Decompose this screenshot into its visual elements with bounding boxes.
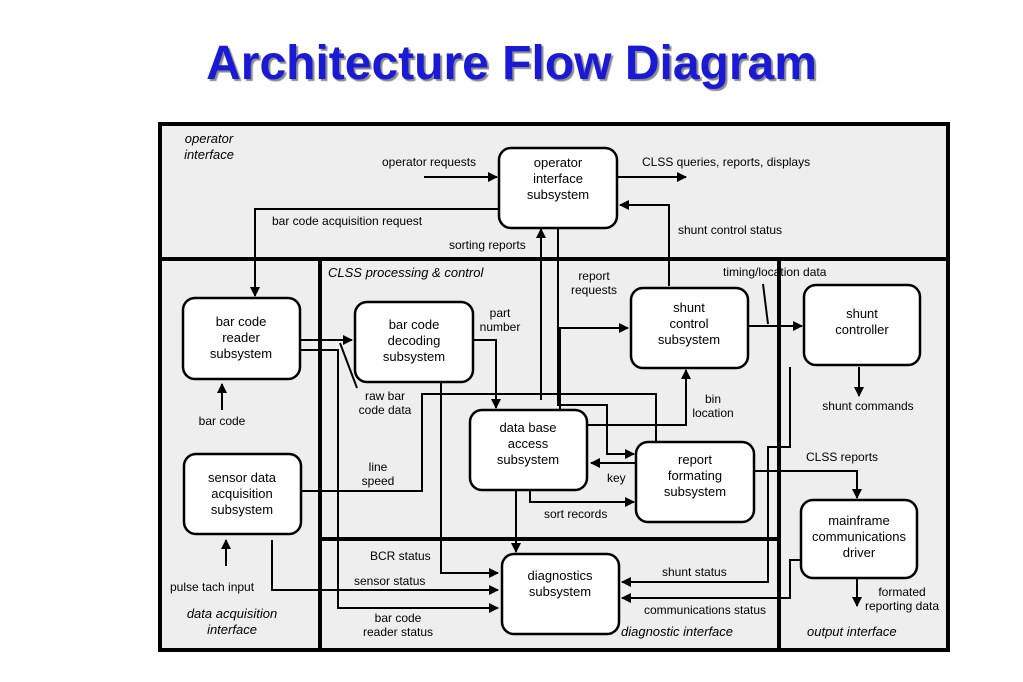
arrow-db-to-shunt-control [559, 323, 629, 410]
svg-text:formating: formating [668, 468, 722, 483]
flow-bar-code-acq-request: bar code acquisition request [272, 214, 423, 228]
svg-text:subsystem: subsystem [527, 187, 589, 202]
node-database-access: data base access subsystem [468, 408, 589, 492]
svg-text:bar code: bar code [216, 314, 267, 329]
zone-output-label: output interface [807, 624, 897, 639]
flow-bcr-status: BCR status [370, 549, 431, 563]
svg-text:access: access [508, 436, 549, 451]
page-title: Architecture Flow Diagram [206, 37, 817, 90]
flow-shunt-control-status: shunt control status [678, 223, 782, 237]
flow-pulse-tach-input: pulse tach input [170, 580, 255, 594]
flow-line-speed-2: speed [362, 474, 395, 488]
svg-text:control: control [669, 316, 708, 331]
flow-bar-code-reader-status-1: bar code [375, 611, 422, 625]
flow-clss-reports: CLSS reports [806, 450, 878, 464]
flow-raw-bar-code-1: raw bar [365, 389, 405, 403]
node-report-formating: report formating subsystem [634, 440, 756, 524]
flow-part-number-1: part [490, 306, 511, 320]
svg-text:subsystem: subsystem [383, 349, 445, 364]
arrow-bar-code-reader-status [298, 349, 499, 613]
node-diagnostics: diagnostics subsystem [500, 552, 621, 636]
flow-labels: operator requests CLSS queries, reports,… [170, 155, 939, 639]
svg-text:subsystem: subsystem [497, 452, 559, 467]
svg-text:decoding: decoding [388, 333, 441, 348]
arrow-sensor-status [271, 540, 499, 595]
arrow-sort-records [529, 490, 635, 507]
zone-borders [158, 122, 950, 652]
arrow-communications-status [621, 559, 800, 603]
timing-location-leader [762, 283, 769, 325]
flow-shunt-commands: shunt commands [822, 399, 913, 413]
zone-data-acquisition-label-2: interface [207, 622, 257, 637]
line-speed-path [302, 393, 657, 492]
flow-bin-location-2: location [692, 406, 733, 420]
svg-text:acquisition: acquisition [211, 486, 272, 501]
node-sensor-data-acquisition: sensor data acquisition subsystem [182, 452, 303, 536]
flow-communications-status: communications status [644, 603, 766, 617]
flow-key: key [607, 471, 626, 485]
arrow-bar-code-acq-request [250, 208, 499, 297]
node-mainframe-communications: mainframe communications driver [799, 498, 919, 580]
svg-text:communications: communications [812, 529, 906, 544]
zone-data-acquisition-label-1: data acquisition [187, 606, 277, 621]
zone-operator-label-2: interface [184, 147, 234, 162]
flow-sort-records: sort records [544, 507, 607, 521]
arrow-bcr-status [440, 383, 499, 578]
flow-operator-requests: operator requests [382, 155, 476, 169]
flow-report-requests-1: report [578, 269, 610, 283]
raw-bar-code-leader [339, 342, 358, 389]
flow-sensor-status: sensor status [354, 574, 425, 588]
zone-processing-label: CLSS processing & control [328, 265, 484, 280]
flow-line-speed-1: line [369, 460, 388, 474]
svg-text:interface: interface [533, 171, 583, 186]
flow-bar-code: bar code [199, 414, 246, 428]
flow-sorting-reports: sorting reports [449, 238, 526, 252]
zone-diagnostic-label: diagnostic interface [621, 624, 733, 639]
node-bar-code-decoding: bar code decoding subsystem [353, 300, 475, 384]
flow-timing-location: timing/location data [723, 265, 827, 279]
svg-text:driver: driver [843, 545, 876, 560]
svg-text:report: report [678, 452, 712, 467]
node-shunt-controller: shunt controller [802, 283, 922, 367]
svg-text:subsystem: subsystem [658, 332, 720, 347]
flow-formated-reporting-2: reporting data [865, 599, 939, 613]
arrow-shunt-control-status [619, 200, 670, 286]
svg-text:shunt: shunt [846, 306, 878, 321]
svg-text:operator: operator [534, 155, 583, 170]
svg-text:subsystem: subsystem [210, 346, 272, 361]
flow-raw-bar-code-2: code data [359, 403, 412, 417]
node-shunt-control: shunt control subsystem [629, 286, 750, 370]
zone-operator-label-1: operator [185, 131, 234, 146]
svg-text:subsystem: subsystem [211, 502, 273, 517]
flow-formated-reporting-1: formated [878, 585, 925, 599]
arrow-part-number [474, 339, 501, 409]
flow-report-requests-2: requests [571, 283, 617, 297]
svg-text:shunt: shunt [673, 300, 705, 315]
svg-text:data base: data base [499, 420, 556, 435]
svg-text:mainframe: mainframe [828, 513, 889, 528]
arrow-shunt-status [621, 367, 791, 587]
flow-bar-code-reader-status-2: reader status [363, 625, 433, 639]
arrow-report-requests [557, 229, 635, 459]
flow-part-number-2: number [480, 320, 521, 334]
node-bar-code-reader: bar code reader subsystem [181, 296, 302, 381]
svg-text:subsystem: subsystem [664, 484, 726, 499]
flow-shunt-status: shunt status [662, 565, 727, 579]
svg-text:bar code: bar code [389, 317, 440, 332]
svg-text:subsystem: subsystem [529, 584, 591, 599]
node-operator-interface: operator interface subsystem [497, 146, 619, 230]
svg-text:reader: reader [222, 330, 260, 345]
svg-text:sensor data: sensor data [208, 470, 277, 485]
connectors [217, 172, 864, 613]
svg-text:controller: controller [835, 322, 889, 337]
flow-clss-queries: CLSS queries, reports, displays [642, 155, 810, 169]
svg-text:diagnostics: diagnostics [527, 568, 593, 583]
arrow-clss-reports [755, 470, 862, 499]
arrow-bin-location [588, 369, 691, 426]
flow-bin-location-1: bin [705, 392, 721, 406]
